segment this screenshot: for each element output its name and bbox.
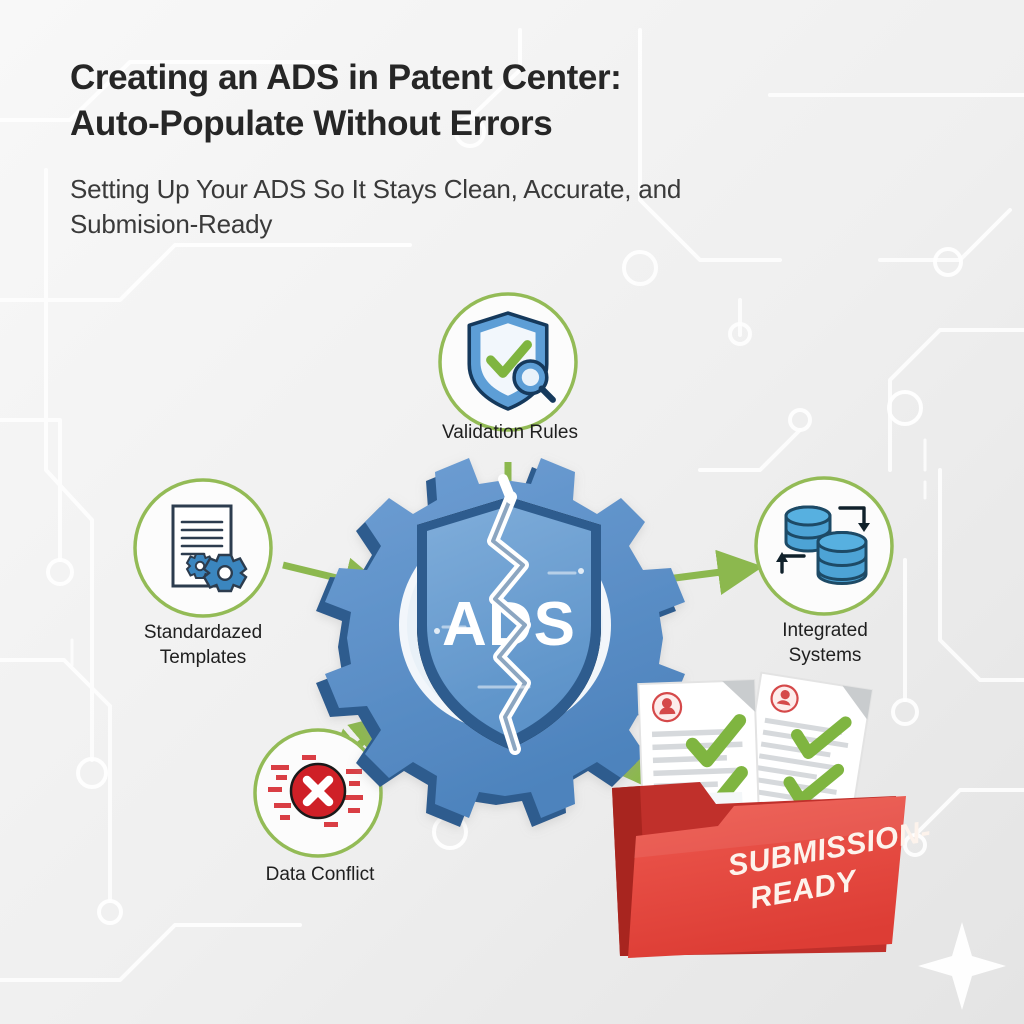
- title-line-1: Creating an ADS in Patent Center:: [70, 58, 622, 97]
- output-submission-ready-folder[interactable]: SUBMISSION- READY: [612, 671, 940, 958]
- integrated-systems-label: Integrated Systems: [782, 620, 868, 667]
- node-standardazed-templates[interactable]: [133, 478, 273, 618]
- page-subtitle: Setting Up Your ADS So It Stays Clean, A…: [70, 172, 950, 241]
- page-title: Creating an ADS in Patent Center: Auto-P…: [70, 55, 950, 146]
- four-point-star-icon: [918, 922, 1006, 1010]
- glitch-error-x-icon: [268, 755, 363, 827]
- shield-check-magnifier-icon: [467, 311, 556, 411]
- center-ads-gear[interactable]: ADS: [316, 458, 685, 827]
- data-conflict-label: Data Conflict: [265, 864, 375, 885]
- node-data-conflict[interactable]: [253, 728, 383, 858]
- validation-rules-label: Validation Rules: [442, 422, 578, 443]
- subtitle-line-1: Setting Up Your ADS So It Stays Clean, A…: [70, 174, 682, 204]
- node-validation-rules[interactable]: [438, 292, 578, 432]
- title-line-2: Auto-Populate Without Errors: [70, 103, 553, 143]
- document-gears-icon: [171, 504, 248, 593]
- standardazed-templates-label: Standardazed Templates: [143, 622, 263, 669]
- node-integrated-systems[interactable]: [754, 476, 894, 616]
- folder-front[interactable]: [628, 796, 906, 958]
- database-sync-icon: [776, 505, 870, 585]
- subtitle-line-2: Submision-Ready: [70, 208, 273, 239]
- header: Creating an ADS in Patent Center: Auto-P…: [70, 55, 950, 241]
